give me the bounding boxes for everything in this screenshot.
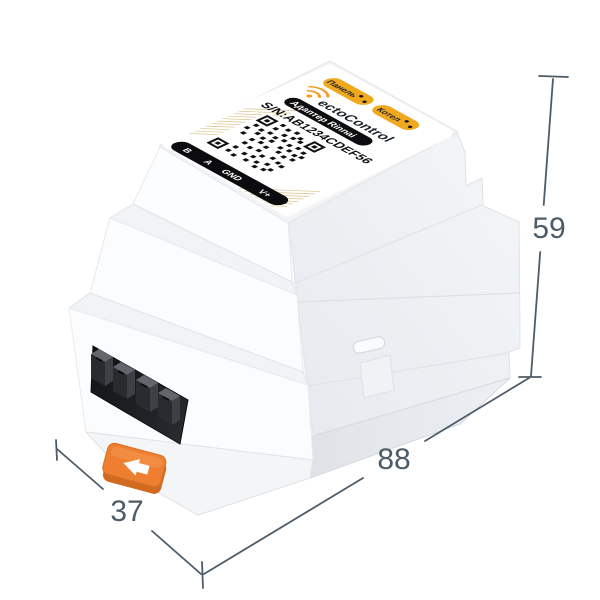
terminal-label-b: B [180, 147, 195, 155]
boiler-led-dot-1 [404, 120, 409, 123]
dimension-height: 59 [518, 75, 569, 378]
dimension-depth: 37 [55, 439, 202, 575]
dimension-depth-label: 37 [110, 495, 143, 528]
panel-led-dot-2 [362, 100, 367, 103]
terminal-label-a: A [201, 159, 216, 167]
terminal-3 [136, 375, 158, 412]
terminal-4 [158, 388, 180, 425]
terminal-strip: B A GND V+ [171, 141, 289, 206]
dimension-height-label: 59 [532, 212, 565, 245]
terminal-block [90, 345, 189, 445]
dimension-length-label: 88 [377, 443, 410, 476]
din-clip-arrow-icon [123, 459, 150, 476]
wifi-icon [306, 85, 330, 98]
dimension-annotations: 59 88 37 [55, 75, 569, 589]
boiler-led-dot-2 [407, 125, 413, 129]
panel-led-dot-1 [358, 95, 364, 98]
side-slot [352, 336, 386, 354]
terminal-2 [113, 362, 135, 399]
terminal-1 [91, 349, 113, 386]
din-clip [102, 442, 167, 494]
top-label: Панель Котел ectoControl Адаптер Rinnai … [167, 71, 443, 210]
side-tab [359, 354, 395, 399]
dimension-length: 88 [201, 377, 530, 589]
terminal-label-vplus: V+ [255, 188, 274, 198]
qr-code [201, 112, 331, 177]
